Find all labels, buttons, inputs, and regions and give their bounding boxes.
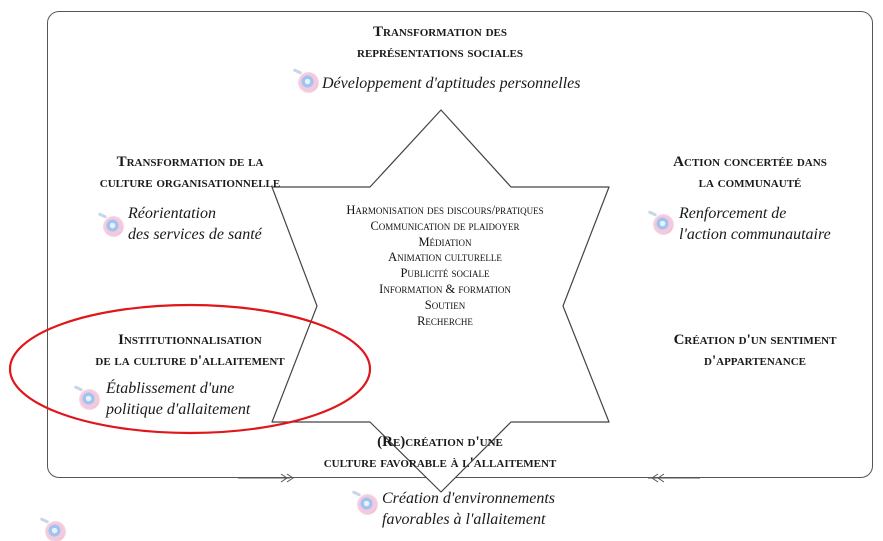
- swirl-icon: [80, 390, 99, 409]
- right-upper-heading-line-1: Action concertée dans: [673, 154, 827, 170]
- left-lower-heading-line-2: de la culture d'allaitement: [95, 353, 285, 369]
- right-lower-heading-line-2: d'appartenance: [704, 353, 806, 369]
- swirl-icon: [654, 215, 673, 234]
- top-subtitle: Développement d'aptitudes personnelles: [322, 73, 642, 94]
- left-upper-subtitle-line-1: Réorientation: [128, 205, 216, 222]
- top-heading: Transformation des représentations socia…: [290, 22, 590, 64]
- center-item: Harmonisation des discours/pratiques: [346, 203, 544, 217]
- left-upper-subtitle: Réorientation des services de santé: [128, 203, 328, 245]
- top-heading-line-2: représentations sociales: [357, 45, 523, 61]
- right-upper-subtitle: Renforcement de l'action communautaire: [679, 203, 879, 245]
- bottom-heading-line-2: culture favorable à l'allaitement: [323, 455, 557, 471]
- left-lower-heading: Institutionnalisation de la culture d'al…: [60, 330, 320, 372]
- left-upper-heading: Transformation de la culture organisatio…: [60, 152, 320, 194]
- left-upper-heading-line-2: culture organisationnelle: [99, 175, 281, 191]
- swirl-icon: [46, 522, 65, 541]
- right-lower-heading: Création d'un sentiment d'appartenance: [625, 330, 883, 372]
- left-lower-subtitle: Établissement d'une politique d'allaitem…: [106, 378, 306, 420]
- center-item: Communication de plaidoyer: [370, 218, 520, 233]
- right-upper-subtitle-line-1: Renforcement de: [679, 205, 787, 222]
- left-upper-heading-line-1: Transformation de la: [116, 154, 264, 170]
- swirl-icon: [299, 73, 318, 92]
- top-subtitle-text: Développement d'aptitudes personnelles: [322, 75, 581, 92]
- left-upper-subtitle-line-2: des services de santé: [128, 226, 262, 243]
- center-item: Recherche: [417, 313, 473, 328]
- center-item: Publicité sociale: [400, 266, 490, 281]
- left-lower-subtitle-line-1: Établissement d'une: [106, 380, 235, 397]
- right-upper-subtitle-line-2: l'action communautaire: [679, 226, 831, 243]
- bottom-subtitle: Création d'environnements favorables à l…: [382, 488, 632, 530]
- right-upper-heading: Action concertée dans la communauté: [620, 152, 880, 194]
- left-lower-subtitle-line-2: politique d'allaitement: [106, 401, 251, 418]
- center-strategies-list: Harmonisation des discours/pratiques Com…: [330, 203, 560, 329]
- top-heading-line-1: Transformation des: [373, 24, 507, 40]
- bottom-subtitle-line-1: Création d'environnements: [382, 490, 556, 507]
- center-item: Information & formation: [379, 281, 511, 296]
- outer-frame: [47, 11, 873, 478]
- right-lower-heading-line-1: Création d'un sentiment: [673, 332, 837, 348]
- swirl-icon: [358, 495, 377, 514]
- bottom-arrow-right: [648, 473, 700, 483]
- right-upper-heading-line-2: la communauté: [698, 175, 802, 191]
- center-item: Animation culturelle: [388, 250, 502, 265]
- bottom-arrow-left: [238, 473, 294, 483]
- bottom-heading: (Re)création d'une culture favorable à l…: [290, 432, 590, 474]
- left-lower-heading-line-1: Institutionnalisation: [118, 332, 262, 348]
- swirl-icon: [104, 217, 123, 236]
- center-item: Médiation: [418, 234, 472, 249]
- hexagram-star: [271, 109, 610, 493]
- bottom-heading-line-1: (Re)création d'une: [377, 434, 503, 450]
- center-item: Soutien: [424, 297, 466, 312]
- highlight-ellipse: [8, 303, 372, 435]
- bottom-subtitle-line-2: favorables à l'allaitement: [382, 511, 546, 528]
